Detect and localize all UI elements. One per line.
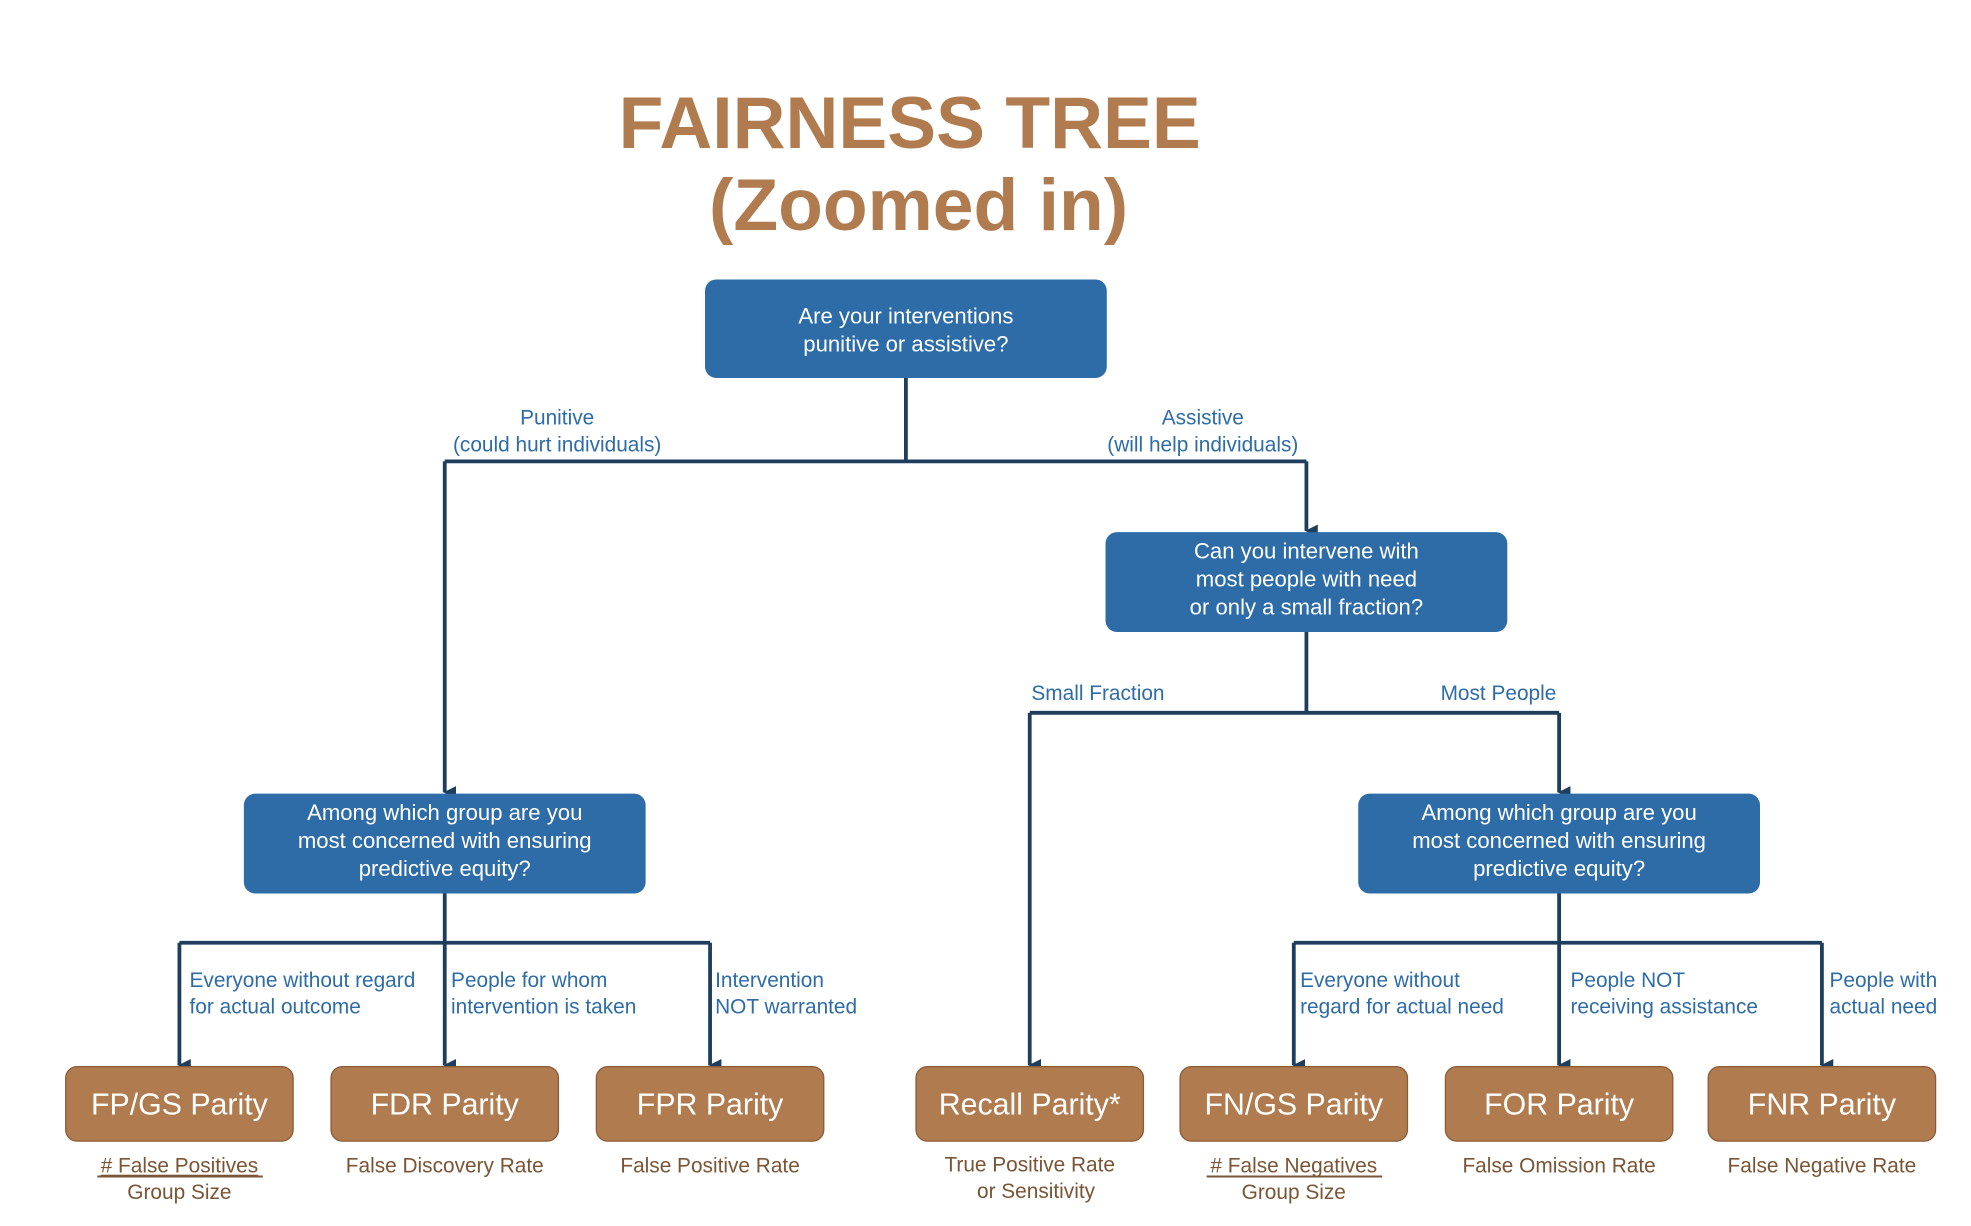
question-line: most concerned with ensuring bbox=[1412, 828, 1706, 853]
leaf-fdr-parity: FDR Parity False Discovery Rate bbox=[330, 1065, 560, 1178]
leaf-fnr-parity: FNR Parity False Negative Rate bbox=[1707, 1065, 1937, 1178]
leaf-fn-gs-parity: FN/GS Parity # False Negatives Group Siz… bbox=[1179, 1065, 1409, 1204]
branch-label: People with bbox=[1829, 969, 1937, 992]
leaf-label: FPR Parity bbox=[637, 1089, 784, 1122]
group-question-node-left: Among which group are you most concerned… bbox=[243, 793, 646, 894]
question-line: predictive equity? bbox=[359, 856, 531, 881]
leaf-fp-gs-parity: FP/GS Parity # False Positives Group Siz… bbox=[65, 1065, 294, 1204]
branch-label: for actual outcome bbox=[190, 996, 361, 1019]
group-question-node-right: Among which group are you most concerned… bbox=[1358, 793, 1761, 894]
branch-label: intervention is taken bbox=[451, 996, 636, 1019]
leaf-sublabel-numerator: # False Positives bbox=[101, 1155, 258, 1178]
branch-label: regard for actual need bbox=[1300, 996, 1504, 1019]
branch-label: Everyone without bbox=[1300, 969, 1460, 992]
leaf-label: FN/GS Parity bbox=[1205, 1089, 1384, 1122]
branch-label: receiving assistance bbox=[1570, 996, 1758, 1019]
question-line: most concerned with ensuring bbox=[298, 828, 592, 853]
leaf-sublabel: True Positive Rate bbox=[944, 1153, 1115, 1176]
branch-label-assistive-detail: (will help individuals) bbox=[1107, 433, 1298, 456]
leaf-label: Recall Parity* bbox=[939, 1089, 1121, 1122]
branch-label-punitive-detail: (could hurt individuals) bbox=[453, 433, 661, 456]
leaf-label: FOR Parity bbox=[1484, 1089, 1635, 1122]
question-line: Among which group are you bbox=[1421, 800, 1696, 825]
branch-label: People NOT bbox=[1570, 969, 1685, 992]
leaf-for-parity: FOR Parity False Omission Rate bbox=[1444, 1065, 1674, 1178]
root-question-line: Are your interventions bbox=[798, 304, 1013, 329]
leaf-label: FNR Parity bbox=[1748, 1089, 1897, 1122]
branch-label: People for whom bbox=[451, 969, 607, 992]
root-question-node: Are your interventions punitive or assis… bbox=[705, 279, 1107, 378]
leaf-sublabel-numerator: # False Negatives bbox=[1210, 1155, 1377, 1178]
leaf-fpr-parity: FPR Parity False Positive Rate bbox=[595, 1065, 825, 1178]
leaf-sublabel: or Sensitivity bbox=[977, 1180, 1096, 1203]
branch-label: actual need bbox=[1829, 996, 1937, 1019]
question-line: most people with need bbox=[1196, 566, 1417, 591]
branch-label-assistive: Assistive bbox=[1162, 407, 1244, 430]
leaf-sublabel: False Discovery Rate bbox=[346, 1155, 544, 1178]
branch-label-punitive: Punitive bbox=[520, 407, 594, 430]
leaf-sublabel-denominator: Group Size bbox=[127, 1181, 231, 1204]
branch-label-small-fraction: Small Fraction bbox=[1031, 682, 1164, 705]
leaf-sublabel: False Negative Rate bbox=[1728, 1155, 1917, 1178]
leaf-sublabel: False Omission Rate bbox=[1462, 1155, 1655, 1178]
branch-label: Everyone without regard bbox=[190, 969, 416, 992]
title-line1: FAIRNESS TREE bbox=[619, 82, 1201, 164]
question-line: or only a small fraction? bbox=[1190, 594, 1423, 619]
branch-label: Intervention bbox=[715, 969, 824, 992]
leaf-label: FP/GS Parity bbox=[91, 1089, 269, 1122]
leaf-sublabel-denominator: Group Size bbox=[1242, 1181, 1346, 1204]
edges bbox=[177, 377, 1834, 1072]
leaf-label: FDR Parity bbox=[371, 1089, 520, 1122]
title-line2: (Zoomed in) bbox=[709, 164, 1128, 246]
question-line: Among which group are you bbox=[307, 800, 582, 825]
assistive-question-node: Can you intervene with most people with … bbox=[1105, 532, 1508, 632]
leaf-sublabel: False Positive Rate bbox=[620, 1155, 799, 1178]
leaf-recall-parity: Recall Parity* True Positive Rate or Sen… bbox=[915, 1065, 1145, 1203]
question-line: predictive equity? bbox=[1473, 856, 1645, 881]
branch-label: NOT warranted bbox=[715, 996, 857, 1019]
branch-label-most-people: Most People bbox=[1441, 682, 1557, 705]
question-line: Can you intervene with bbox=[1194, 539, 1419, 564]
root-question-line: punitive or assistive? bbox=[803, 331, 1008, 356]
